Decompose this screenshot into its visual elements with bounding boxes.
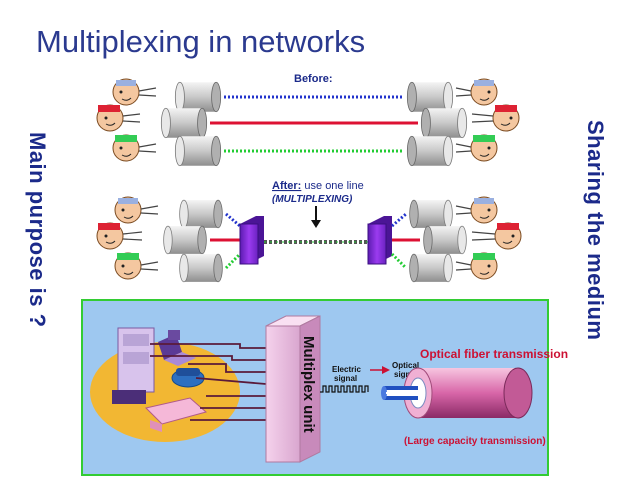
after-label-word: After: xyxy=(272,180,301,192)
person-right-green xyxy=(455,134,498,162)
person-left-blue-after xyxy=(114,196,159,224)
electric-waveform xyxy=(320,385,369,393)
optical-signal-line2: signal xyxy=(394,370,417,379)
signal-arrow-icon xyxy=(382,366,390,374)
mux-box-right xyxy=(367,216,392,265)
can-left-mid xyxy=(160,107,208,139)
can-right-bottom xyxy=(406,135,454,167)
can-right-bottom-after xyxy=(409,253,453,283)
can-left-mid-after xyxy=(163,225,207,255)
optical-signal-line1: Optical xyxy=(392,361,419,370)
person-right-blue-after xyxy=(455,196,498,224)
person-right-blue xyxy=(455,78,498,106)
can-left-top xyxy=(174,81,222,113)
after-line-green-right xyxy=(390,252,408,270)
person-left-blue xyxy=(112,78,157,106)
side-label-right: Sharing the medium xyxy=(583,120,608,341)
after-note: use one line xyxy=(301,180,363,192)
person-left-red-after xyxy=(96,222,143,250)
mux-box-left xyxy=(239,216,264,265)
before-label: Before: xyxy=(294,73,333,85)
can-left-top-after xyxy=(179,199,223,229)
after-line-green-left xyxy=(224,252,242,270)
can-right-mid xyxy=(420,107,468,139)
person-right-green-after xyxy=(455,252,498,280)
person-right-red xyxy=(471,104,520,132)
after-line-blue-right xyxy=(391,212,407,228)
slide-title: Multiplexing in networks xyxy=(36,24,366,59)
computer-icon xyxy=(112,327,155,404)
can-left-bottom-after xyxy=(179,253,223,283)
person-left-green xyxy=(112,134,157,162)
can-right-mid-after xyxy=(423,225,467,255)
after-line-blue-left xyxy=(225,212,241,228)
optical-fiber-cable xyxy=(381,367,533,419)
fax-icon xyxy=(145,397,208,432)
after-paren: (MULTIPLEXING) xyxy=(272,194,353,205)
device-wires xyxy=(150,343,267,421)
can-right-top xyxy=(406,81,454,113)
down-arrow-icon xyxy=(311,220,321,228)
electric-signal-line1: Electric xyxy=(332,365,361,374)
side-label-left: Main purpose is ? xyxy=(25,132,50,328)
fiber-caption: (Large capacity transmission) xyxy=(404,436,546,447)
handset-icon xyxy=(168,330,180,340)
fiber-title: Optical fiber transmission xyxy=(420,347,568,361)
can-left-bottom xyxy=(174,135,222,167)
person-right-red-after xyxy=(471,222,522,250)
multiplex-unit xyxy=(265,315,321,463)
person-left-green-after xyxy=(114,252,159,280)
can-right-top-after xyxy=(409,199,453,229)
person-left-red xyxy=(96,104,141,132)
mux-unit-label: Multiplex unit xyxy=(300,336,317,433)
electric-signal-line2: signal xyxy=(334,374,357,383)
phone-icon xyxy=(171,368,205,388)
after-label: After: use one line xyxy=(272,180,364,192)
